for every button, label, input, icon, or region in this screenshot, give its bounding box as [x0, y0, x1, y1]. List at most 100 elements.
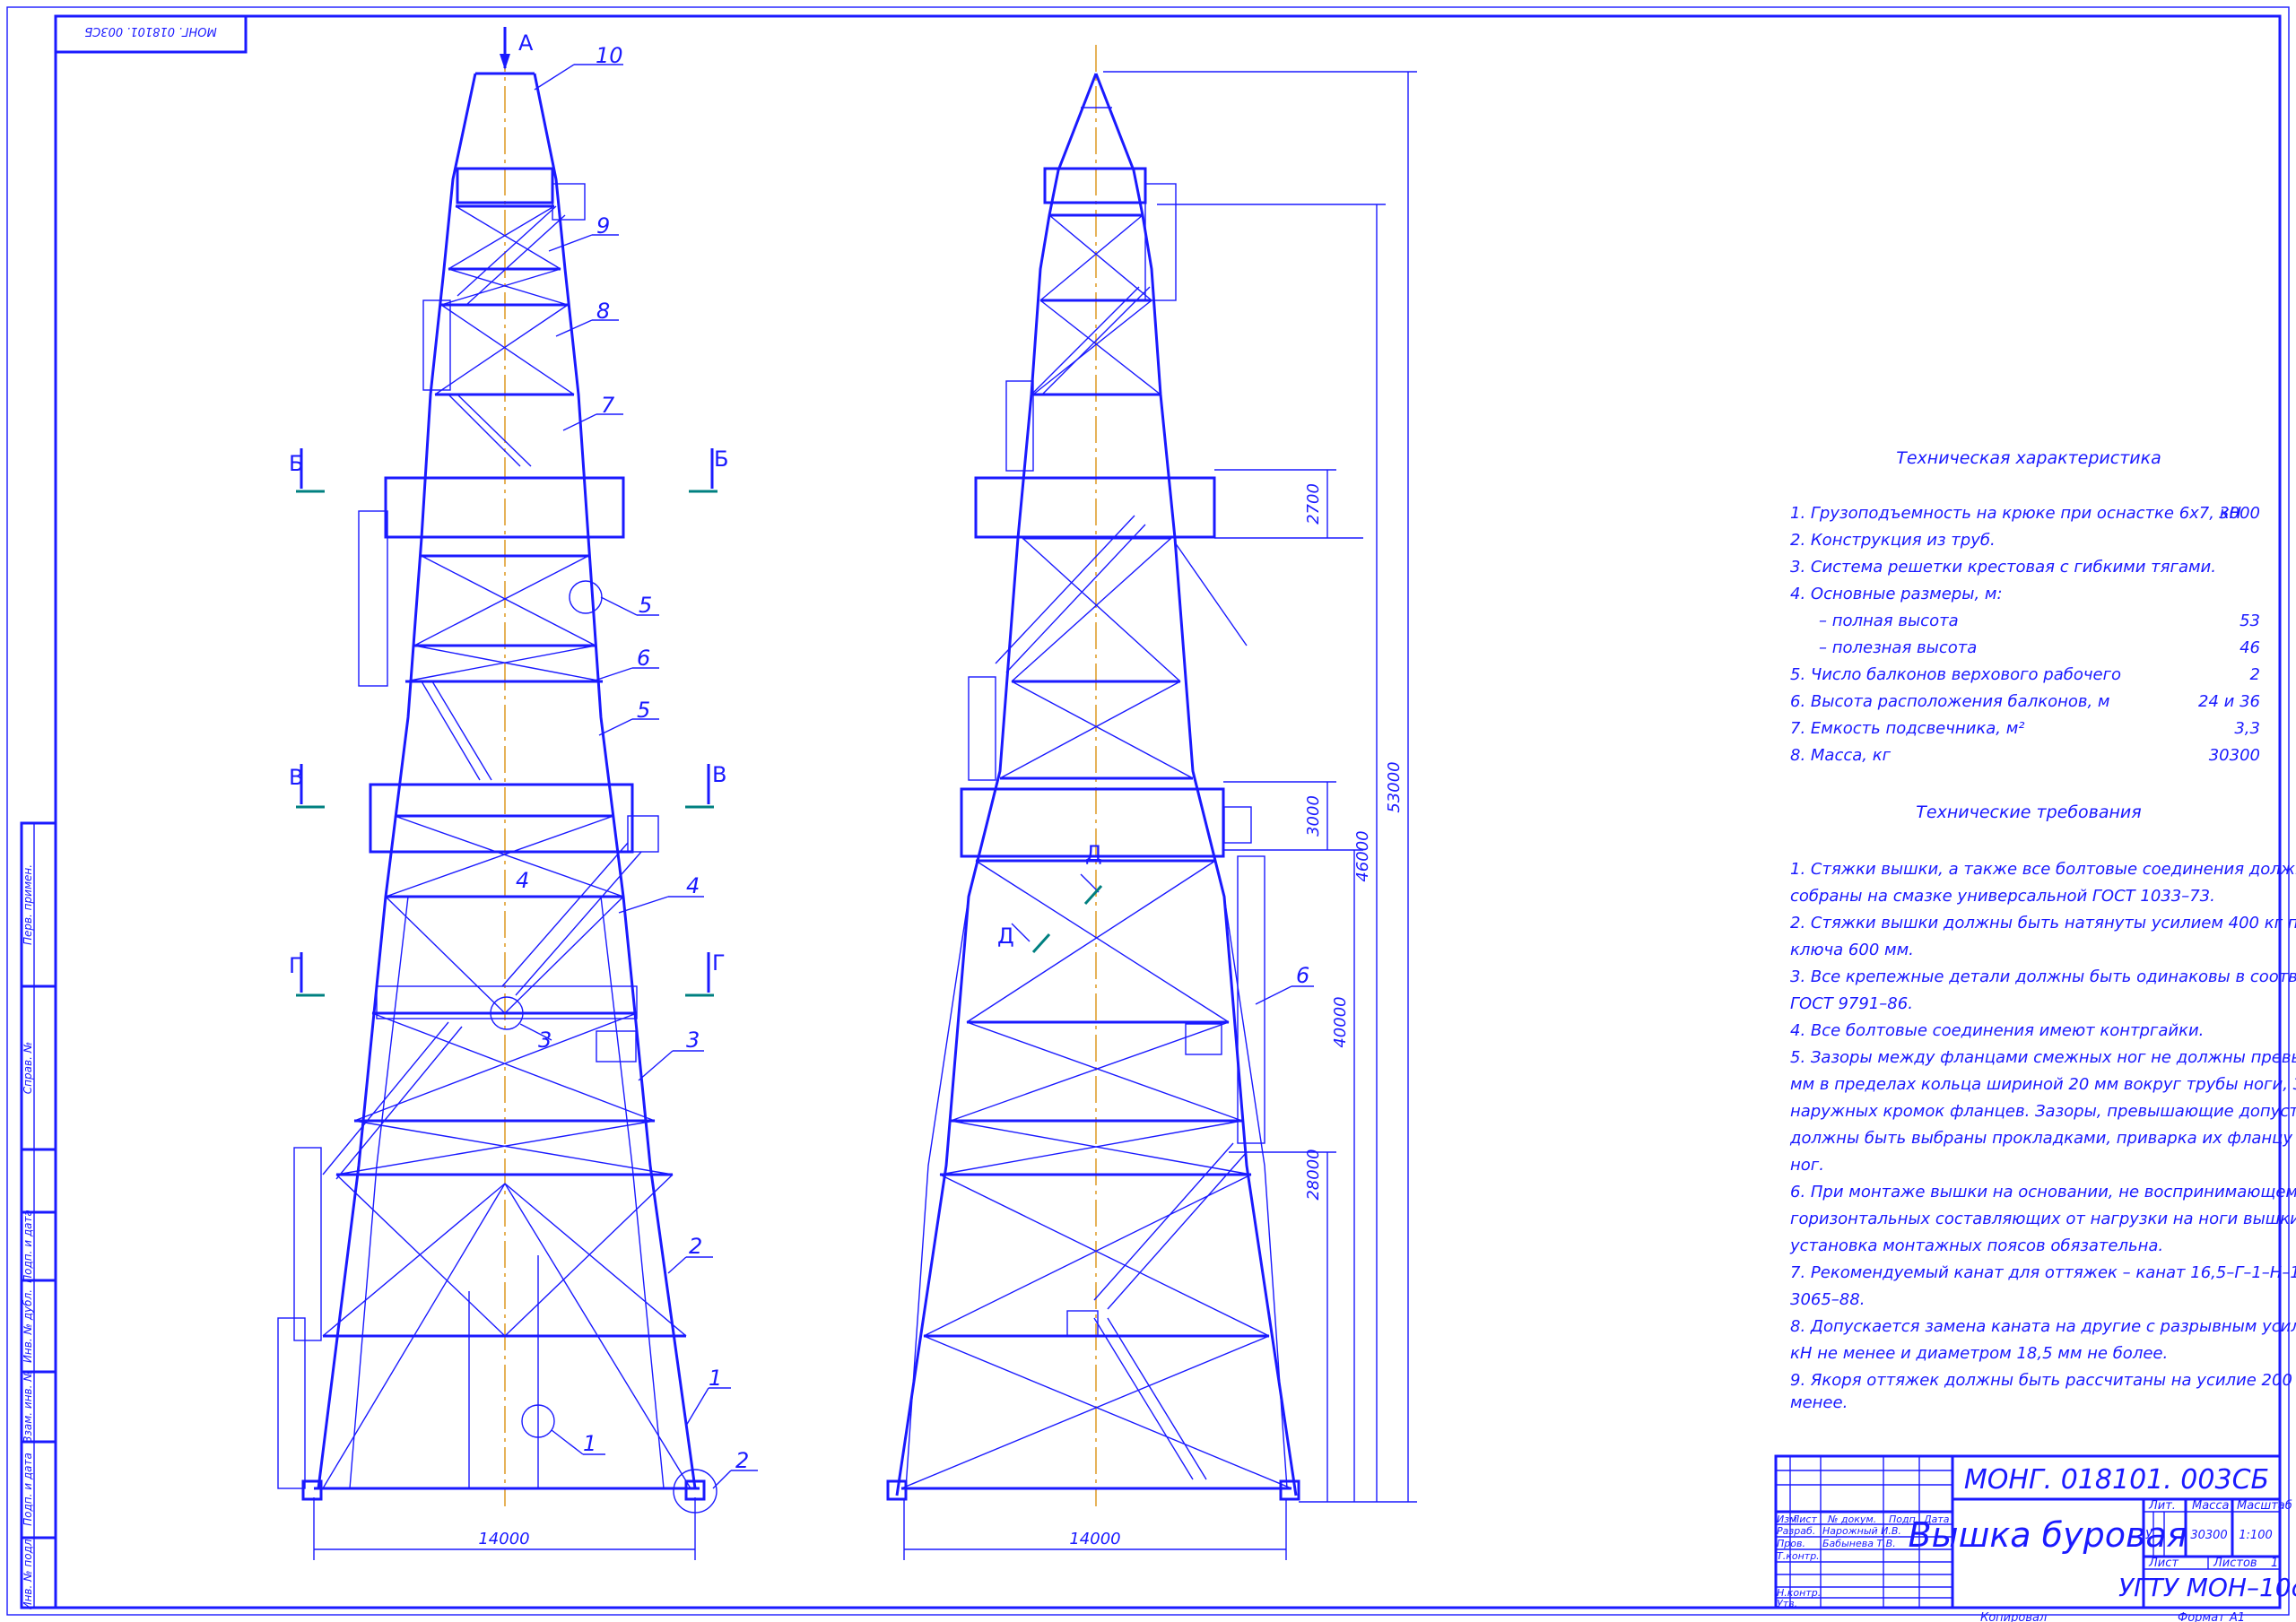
- svg-text:4. Основные размеры, м:: 4. Основные размеры, м:: [1790, 585, 2003, 603]
- side-stamp-2: Справ. №: [22, 1042, 34, 1094]
- svg-text:Н.контр.: Н.контр.: [1777, 1587, 1821, 1599]
- vertical-dimensions: 2700 3000 28000 40000 46000 53000: [1103, 71, 1417, 1503]
- callouts-front: 10 9 8 7 5 6 5 4 4 3 3 2 1 1 2: [511, 43, 758, 1489]
- side-stamp-1: Перв. примен.: [22, 864, 34, 945]
- outer-frame: [6, 6, 2290, 1616]
- balcony-lower: [369, 783, 634, 854]
- svg-text:2. Конструкция из труб.: 2. Конструкция из труб.: [1790, 531, 1996, 550]
- svg-text:3,3: 3,3: [2234, 719, 2260, 738]
- svg-text:Д: Д: [997, 924, 1014, 949]
- svg-text:5: 5: [637, 698, 650, 723]
- title-block: Изм Лист № докум. Подп. Дата Разраб. Нар…: [1774, 1454, 2296, 1609]
- rotated-stamp-code: МОНГ. 018101. 003СБ: [84, 24, 217, 38]
- svg-text:1: 1: [709, 1366, 722, 1391]
- svg-text:Подп.: Подп.: [1889, 1514, 1918, 1525]
- tech-requirements-block: Технические требования 1. Стяжки вышки, …: [1789, 802, 2296, 1412]
- tech-req-title: Технические требования: [1916, 802, 2141, 822]
- svg-text:– полезная высота: – полезная высота: [1819, 638, 1977, 657]
- svg-text:14000: 14000: [478, 1530, 529, 1548]
- svg-text:Бабынева Т.В.: Бабынева Т.В.: [1822, 1538, 1896, 1549]
- side-stamp-5: Взам. инв. №: [22, 1370, 34, 1443]
- svg-text:3. Все крепежные детали должны: 3. Все крепежные детали должны быть один…: [1790, 967, 2296, 986]
- svg-text:Нарожный И.В.: Нарожный И.В.: [1822, 1525, 1901, 1537]
- svg-text:5: 5: [639, 593, 652, 618]
- svg-text:6. Высота расположения балконо: 6. Высота расположения балконов, м: [1790, 692, 2110, 711]
- svg-text:7. Емкость подсвечника, м²: 7. Емкость подсвечника, м²: [1790, 719, 2025, 738]
- svg-text:горизонтальных составляющих от: горизонтальных составляющих от нагрузки …: [1790, 1210, 2296, 1228]
- svg-text:2: 2: [735, 1448, 749, 1473]
- svg-text:Утв.: Утв.: [1777, 1598, 1797, 1609]
- svg-text:9: 9: [596, 213, 610, 239]
- svg-text:5. Число балконов верхового ра: 5. Число балконов верхового рабочего: [1790, 665, 2121, 684]
- svg-text:мм в пределах кольца шириной 2: мм в пределах кольца шириной 20 мм вокру…: [1790, 1075, 2296, 1094]
- svg-text:ног.: ног.: [1790, 1156, 1824, 1175]
- svg-text:У: У: [2145, 1529, 2153, 1542]
- svg-text:3: 3: [538, 1028, 552, 1053]
- svg-text:В: В: [289, 765, 303, 790]
- svg-text:46000: 46000: [1353, 830, 1372, 881]
- svg-text:53000: 53000: [1385, 761, 1404, 812]
- tower-side-view: Д Д 6: [886, 45, 1314, 1506]
- svg-text:Д: Д: [1085, 841, 1102, 866]
- section-markers: Б Б В В Г Г: [289, 447, 728, 997]
- front-width-dimension: 14000: [313, 1497, 696, 1560]
- tech-spec-block: Техническая характеристика 1. Грузоподъе…: [1790, 448, 2260, 765]
- title-block-title: Вышка буровая: [1909, 1515, 2187, 1555]
- svg-text:наружных кромок фланцев. Зазор: наружных кромок фланцев. Зазоры, превыша…: [1790, 1102, 2296, 1121]
- svg-text:Б: Б: [289, 451, 303, 476]
- svg-text:1. Стяжки вышки, а также все б: 1. Стяжки вышки, а также все болтовые со…: [1790, 860, 2296, 879]
- view-a-label: А: [518, 30, 534, 56]
- rotated-stamp-box: [54, 14, 248, 54]
- svg-text:7: 7: [601, 393, 615, 418]
- svg-text:14000: 14000: [1069, 1530, 1120, 1548]
- svg-text:8. Допускается замена каната н: 8. Допускается замена каната на другие с…: [1790, 1317, 2296, 1336]
- side-stamp-7: Инв. № подл.: [22, 1536, 34, 1610]
- svg-text:менее.: менее.: [1790, 1393, 1848, 1412]
- svg-text:кН не менее и диаметром 18,5 м: кН не менее и диаметром 18,5 мм не более…: [1790, 1344, 2168, 1363]
- svg-text:3000: 3000: [2219, 504, 2260, 523]
- svg-text:10: 10: [596, 43, 623, 68]
- svg-text:Разраб.: Разраб.: [1777, 1525, 1815, 1537]
- svg-text:3: 3: [686, 1028, 700, 1053]
- title-block-org: УГТУ МОН–10с: [2118, 1573, 2296, 1602]
- svg-text:Лит.: Лит.: [2148, 1499, 2176, 1513]
- svg-text:6: 6: [637, 646, 650, 671]
- svg-text:ГОСТ 9791–86.: ГОСТ 9791–86.: [1790, 994, 1913, 1013]
- side-stamp-3: Подп. и дата: [22, 1210, 34, 1283]
- svg-text:установка монтажных поясов обя: установка монтажных поясов обязательна.: [1789, 1236, 2163, 1255]
- svg-text:В: В: [712, 762, 726, 787]
- svg-text:2: 2: [689, 1234, 702, 1259]
- svg-text:7. Рекомендуемый канат для отт: 7. Рекомендуемый канат для оттяжек – кан…: [1790, 1263, 2296, 1282]
- svg-text:Г: Г: [712, 950, 726, 976]
- svg-text:Изм: Изм: [1777, 1514, 1796, 1525]
- svg-text:Лист: Лист: [2148, 1557, 2179, 1570]
- svg-text:Листов: Листов: [2213, 1557, 2257, 1570]
- svg-text:4: 4: [686, 873, 700, 898]
- svg-text:53: 53: [2239, 612, 2260, 630]
- svg-text:Г: Г: [289, 953, 302, 978]
- svg-text:40000: 40000: [1331, 996, 1350, 1047]
- svg-text:30300: 30300: [2209, 746, 2260, 765]
- tech-spec-title: Техническая характеристика: [1896, 448, 2161, 468]
- svg-text:24 и 36: 24 и 36: [2198, 692, 2260, 711]
- svg-text:2: 2: [2250, 665, 2260, 684]
- svg-text:ключа 600 мм.: ключа 600 мм.: [1790, 941, 1914, 959]
- svg-text:Лист: Лист: [1791, 1514, 1817, 1525]
- svg-text:2700: 2700: [1304, 483, 1323, 525]
- svg-text:должны быть выбраны прокладкам: должны быть выбраны прокладками, приварк…: [1789, 1129, 2296, 1148]
- copied-label: Копировал: [1980, 1611, 2047, 1622]
- tower-front-view: [277, 45, 718, 1514]
- callout-side-6: 6: [1296, 963, 1309, 988]
- balcony-upper: [384, 476, 625, 539]
- svg-text:3. Система решетки крестовая с: 3. Система решетки крестовая с гибкими т…: [1790, 558, 2216, 577]
- svg-text:5. Зазоры между фланцами смежн: 5. Зазоры между фланцами смежных ног не …: [1790, 1048, 2296, 1067]
- svg-text:№ докум.: № докум.: [1827, 1514, 1876, 1525]
- svg-text:1: 1: [2271, 1557, 2278, 1570]
- svg-text:Масштаб: Масштаб: [2237, 1499, 2292, 1513]
- svg-text:Пров.: Пров.: [1777, 1538, 1805, 1549]
- svg-text:3000: 3000: [1304, 795, 1323, 837]
- svg-text:30300: 30300: [2190, 1529, 2227, 1542]
- svg-text:8. Масса, кг: 8. Масса, кг: [1790, 746, 1892, 765]
- svg-text:4: 4: [516, 868, 529, 893]
